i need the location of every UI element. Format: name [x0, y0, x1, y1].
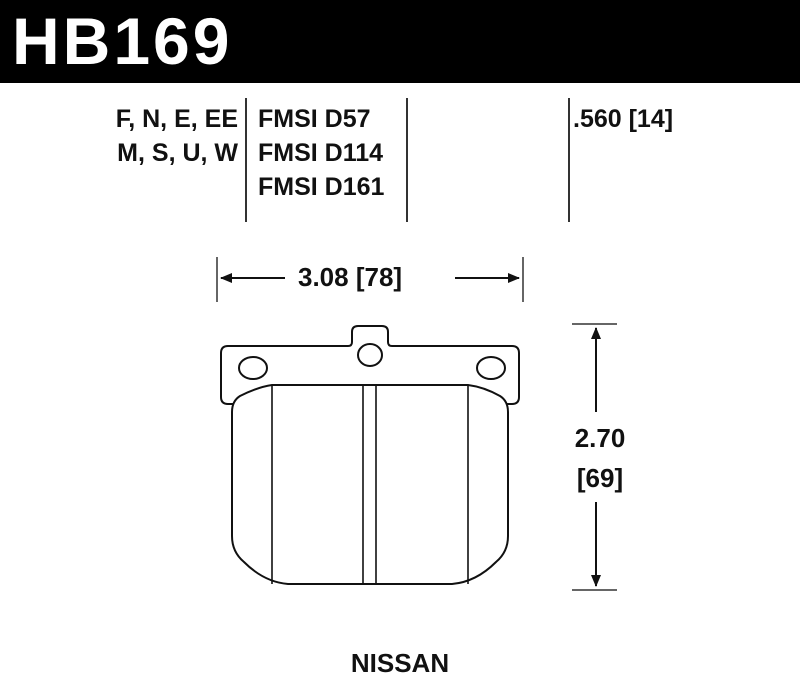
spec-divider	[568, 98, 570, 222]
mounting-hole	[476, 356, 506, 380]
compound-codes-line2: M, S, U, W	[117, 139, 238, 167]
mounting-hole	[238, 356, 268, 380]
spec-divider	[245, 98, 247, 222]
width-dimension	[216, 257, 524, 302]
spec-divider	[406, 98, 408, 222]
thickness-value: .560 [14]	[573, 105, 674, 133]
mounting-hole	[357, 343, 383, 367]
header-bar: HB169	[0, 0, 800, 83]
part-number: HB169	[12, 4, 233, 78]
fmsi-code: FMSI D161	[258, 173, 385, 201]
compound-codes-line1: F, N, E, EE	[115, 105, 238, 133]
height-mm: [69]	[576, 463, 624, 493]
compound-codes: F, N, E, EE M, S, U, W	[100, 102, 238, 170]
fmsi-list: FMSI D57 FMSI D114 FMSI D161	[258, 102, 384, 204]
height-dimension-label: 2.70 [69]	[560, 418, 640, 498]
height-inches: 2.70	[574, 423, 626, 453]
fmsi-code: FMSI D114	[258, 139, 384, 167]
friction-pad	[231, 384, 509, 585]
width-dimension-label: 3.08 [78]	[298, 262, 403, 292]
height-dimension	[572, 323, 617, 591]
vehicle-make: NISSAN	[350, 648, 450, 678]
backing-plate	[220, 325, 520, 405]
fmsi-code: FMSI D57	[258, 105, 371, 133]
